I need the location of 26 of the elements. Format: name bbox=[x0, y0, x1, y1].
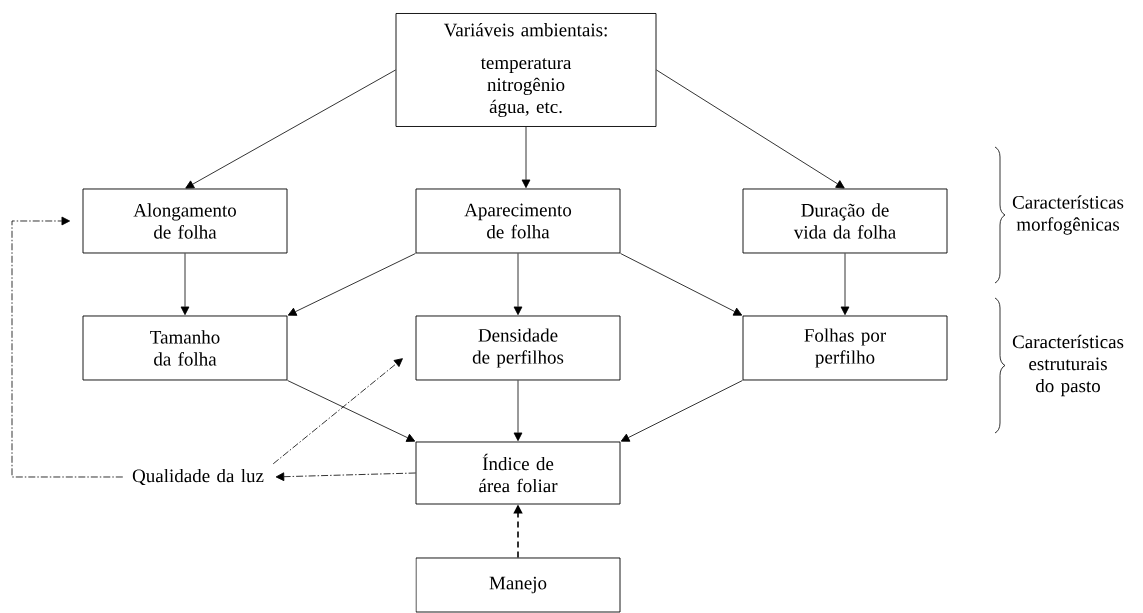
process-box: Aparecimento de folha bbox=[415, 188, 621, 254]
arrow bbox=[185, 69, 396, 189]
process-box: Duração de vida da folha bbox=[742, 188, 948, 254]
process-box: Densidade de perfilhos bbox=[415, 315, 621, 381]
process-box: Folhas por perfilho bbox=[742, 315, 948, 381]
arrow bbox=[180, 253, 190, 316]
arrow bbox=[840, 253, 850, 316]
process-box: Manejo bbox=[415, 557, 621, 613]
arrow bbox=[521, 126, 531, 189]
arrow bbox=[287, 380, 416, 442]
arrow bbox=[656, 69, 845, 189]
arrow bbox=[11, 216, 124, 478]
arrow bbox=[513, 380, 523, 442]
arrow bbox=[287, 253, 416, 316]
process-box: Índice de área foliar bbox=[415, 441, 621, 505]
bracket-label: Características estruturais do pasto bbox=[1012, 334, 1124, 397]
arrow bbox=[275, 472, 416, 482]
arrow bbox=[620, 380, 743, 442]
process-box: Variáveis ambientais: temperatura nitrogênio água, etc. bbox=[395, 13, 657, 127]
node-text: Qualidade da luz bbox=[132, 468, 264, 486]
arrow bbox=[513, 253, 523, 316]
bracket-label: Características morfogênicas bbox=[1012, 195, 1124, 235]
process-box: Tamanho da folha bbox=[82, 315, 288, 381]
arrow bbox=[272, 358, 403, 465]
arrow bbox=[620, 253, 743, 316]
process-box: Alongamento de folha bbox=[82, 188, 288, 254]
